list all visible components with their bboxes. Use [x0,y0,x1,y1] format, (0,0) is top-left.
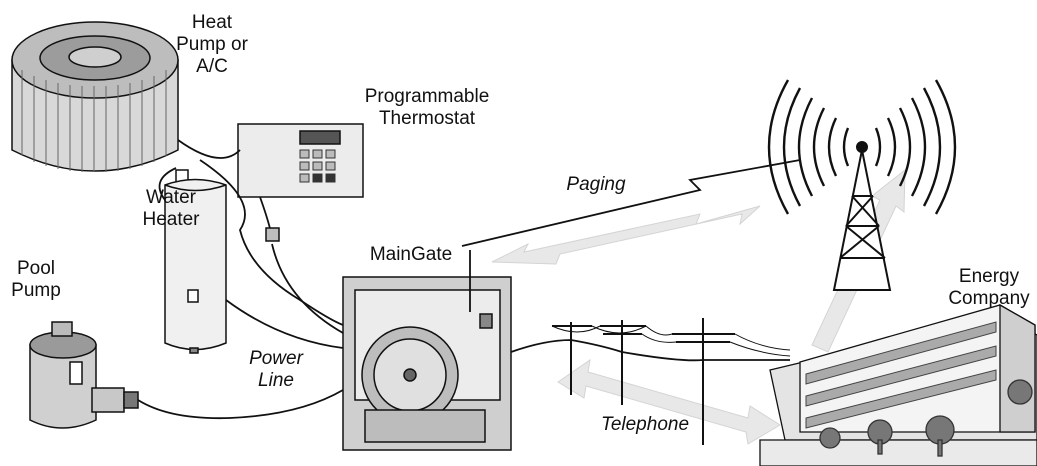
label-energy-company-l2: Company [948,288,1030,309]
utility-poles [551,318,791,445]
label-thermostat-l2: Thermostat [378,108,476,129]
pool-pump-device [29,321,139,429]
radio-tower [767,79,957,291]
arrow-paging-to-maingate [491,205,761,265]
label-thermostat: Programmable Thermostat [352,86,502,130]
label-power-line-l1: Power [249,348,303,369]
label-heat-pump-l1: Heat [191,12,233,33]
label-water-heater: Water Heater [136,187,206,231]
label-power-line-l2: Line [258,370,294,391]
label-energy-company-l1: Energy [958,266,1020,287]
label-energy-company: Energy Company [944,266,1034,310]
connection-wires [137,139,801,420]
label-pool-pump-l1: Pool [16,258,56,279]
label-heat-pump-l3: A/C [196,56,228,77]
label-water-heater-l1: Water [146,187,196,208]
label-heat-pump: Heat Pump or A/C [172,12,252,78]
label-heat-pump-l2: Pump or [176,34,248,55]
energy-company-building [759,303,1037,466]
label-telephone: Telephone [600,414,690,435]
label-pool-pump: Pool Pump [4,258,68,302]
maingate-device [342,276,512,451]
junction-box [265,227,280,242]
wire-maingate-to-poles [510,339,790,362]
label-thermostat-l1: Programmable [364,86,490,107]
wire-water-heater-top [158,167,177,201]
label-power-line: Power Line [238,348,314,392]
wire-waterheater-to-maingate [225,299,344,349]
wire-poolpump-to-maingate [137,389,344,420]
label-maingate: MainGate [369,244,453,265]
heat-pump-unit [11,21,179,172]
wire-paging-zigzag [461,159,801,247]
wire-heatpump-to-maingate [177,139,344,326]
arrow-telephone-bidirectional [557,358,781,445]
label-paging: Paging [566,174,626,195]
water-heater-device [164,169,227,354]
label-water-heater-l2: Heater [142,209,200,230]
wire-square-to-maingate [271,243,344,334]
label-pool-pump-l2: Pump [11,280,61,301]
thermostat-device [237,123,364,198]
